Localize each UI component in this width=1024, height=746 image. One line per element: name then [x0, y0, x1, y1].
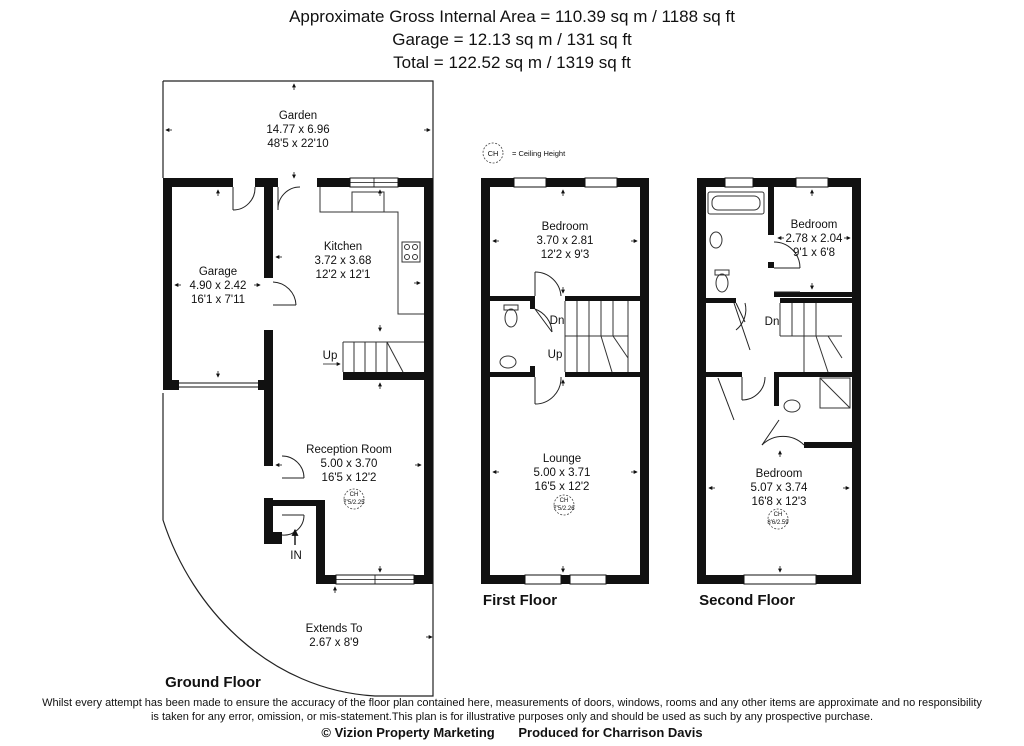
first-floor-walls — [481, 178, 649, 584]
lounge-metric: 5.00 x 3.71 — [534, 467, 591, 479]
first-bedroom-metric: 3.70 x 2.81 — [537, 235, 594, 247]
ground-floor-plan: Up IN CH 7'5/2.25 — [162, 80, 434, 697]
area-line-total: Total = 122.52 sq m / 1319 sq ft — [393, 53, 631, 72]
second-ceiling-height-icon — [767, 508, 789, 530]
kitchen-metric: 3.72 x 3.68 — [315, 255, 372, 267]
ceiling-height-icon — [482, 142, 504, 164]
first-floor-stairs — [564, 301, 629, 373]
second-bedroom-large-metric: 5.07 x 3.74 — [751, 482, 809, 494]
ground-ch-symbol: CH — [350, 492, 359, 498]
first-floor-doors — [534, 271, 562, 405]
sink-icon — [351, 191, 385, 213]
lounge-imperial: 16'5 x 12'2 — [535, 481, 590, 493]
first-ch-symbol: CH — [560, 498, 569, 504]
garage-imperial: 16'1 x 7'11 — [191, 294, 245, 306]
second-bedroom-large-name: Bedroom — [756, 468, 803, 480]
second-floor-label: Second Floor — [699, 592, 795, 609]
ground-stairs-up-label: Up — [323, 350, 338, 362]
ground-stairs — [342, 341, 424, 373]
garden-metric: 14.77 x 6.96 — [266, 124, 329, 136]
reception-imperial: 16'5 x 12'2 — [322, 472, 377, 484]
house-walls — [264, 178, 433, 584]
second-bedroom-small-imperial: 9'1 x 6'8 — [793, 247, 835, 259]
ceiling-height-legend: CH = Ceiling Height — [482, 142, 566, 164]
credits: © Vizion Property Marketing Produced for… — [0, 725, 1024, 740]
produced-for-text: Produced for Charrison Davis — [518, 725, 703, 740]
reception-metric: 5.00 x 3.70 — [321, 458, 378, 470]
reception-name: Reception Room — [306, 444, 392, 456]
ground-ch-value: 7'5/2.25 — [343, 500, 365, 506]
garage-name: Garage — [199, 266, 237, 278]
bath-icon — [707, 191, 765, 215]
entrance-label: IN — [290, 550, 302, 562]
second-floor-doors — [717, 241, 805, 446]
second-stairs-down-label: Dn — [765, 316, 780, 328]
second-floor-stairs — [779, 303, 843, 373]
garage-walls — [163, 178, 268, 390]
first-floor-plan: Dn Up CH 7'5/2.26 Bedroom 3.70 x 2.81 12… — [481, 177, 649, 609]
area-line-garage: Garage = 12.13 sq m / 131 sq ft — [392, 30, 632, 49]
extends-name: Extends To — [306, 623, 363, 635]
ground-ceiling-height-icon — [343, 488, 365, 510]
second-ch-symbol: CH — [774, 512, 783, 518]
second-bedroom-small-metric: 2.78 x 2.04 — [786, 233, 844, 245]
second-bedroom-small-name: Bedroom — [791, 219, 838, 231]
disclaimer: Whilst every attempt has been made to en… — [42, 697, 982, 723]
legend-symbol: CH — [488, 149, 499, 158]
first-ceiling-height-icon — [553, 494, 575, 516]
garden-boundary — [162, 80, 434, 697]
second-bedroom-large-imperial: 16'8 x 12'3 — [752, 496, 807, 508]
first-ch-value: 7'5/2.26 — [553, 506, 575, 512]
garage-metric: 4.90 x 2.42 — [190, 280, 247, 292]
ground-floor-label: Ground Floor — [165, 674, 261, 691]
garden-name: Garden — [279, 110, 317, 122]
second-basin-wc-icon — [709, 231, 851, 413]
first-bedroom-name: Bedroom — [542, 221, 589, 233]
hob-icon — [401, 241, 421, 263]
area-line-gross: Approximate Gross Internal Area = 110.39… — [289, 7, 735, 26]
extends-metric: 2.67 x 8'9 — [309, 637, 359, 649]
first-floor-label: First Floor — [483, 592, 557, 609]
legend-text: = Ceiling Height — [512, 149, 566, 158]
first-floor-wc-icon — [499, 304, 519, 369]
kitchen-imperial: 12'2 x 12'1 — [316, 269, 371, 281]
second-floor-plan: Dn CH 8'6/2.59 Bedroom 2.78 x 2.04 9'1 x… — [697, 177, 861, 609]
lounge-name: Lounge — [543, 453, 581, 465]
garden-imperial: 48'5 x 22'10 — [267, 138, 328, 150]
copyright-text: © Vizion Property Marketing — [321, 725, 495, 740]
first-bedroom-imperial: 12'2 x 9'3 — [541, 249, 590, 261]
kitchen-name: Kitchen — [324, 241, 362, 253]
first-stairs-up-label: Up — [548, 349, 563, 361]
first-stairs-down-label: Dn — [550, 315, 565, 327]
ground-windows — [335, 177, 415, 585]
second-ch-value: 8'6/2.59 — [767, 520, 789, 526]
kitchen-counter — [319, 187, 424, 315]
